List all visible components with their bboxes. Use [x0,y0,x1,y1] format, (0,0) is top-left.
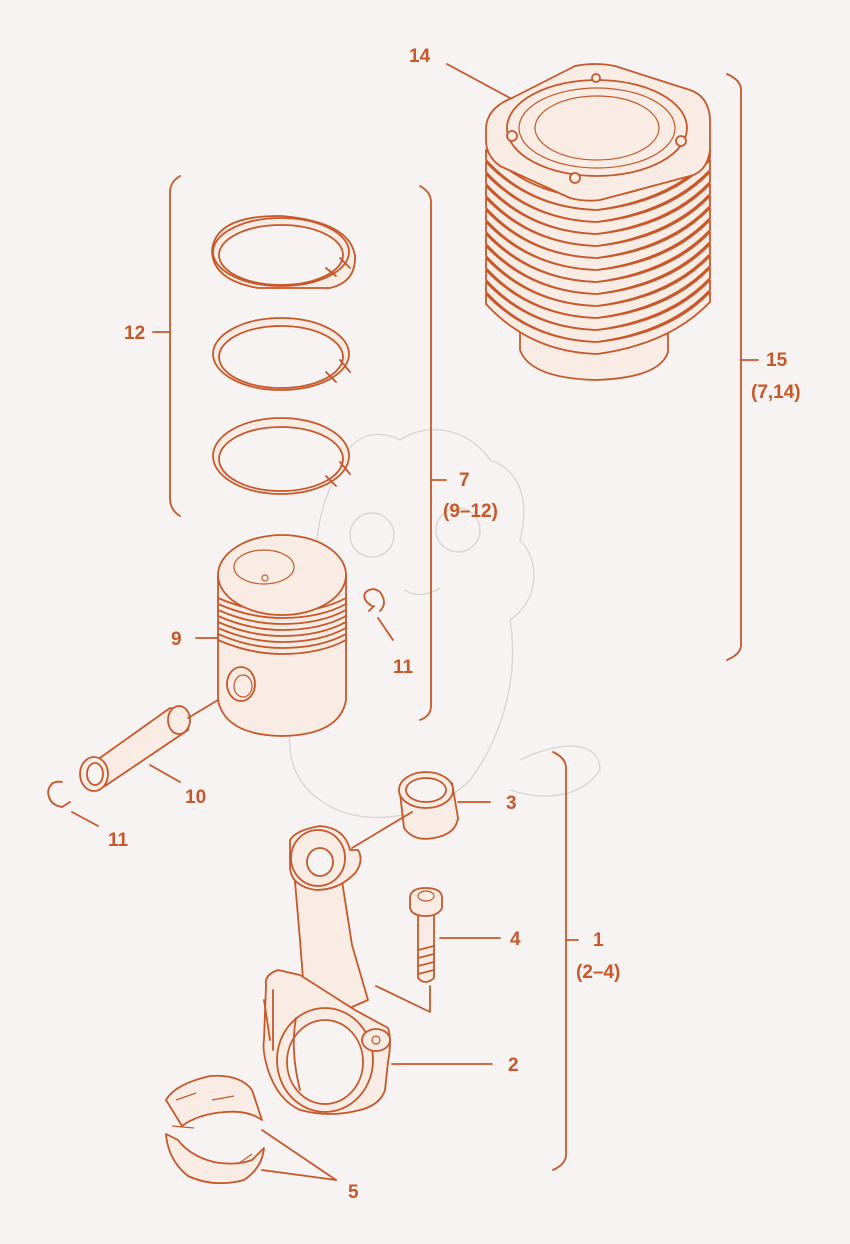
bearing-shells [165,1074,265,1185]
label-3: 3 [506,793,517,814]
piston-ring-bottom [212,417,351,495]
label-1-sub: (2–4) [576,962,620,983]
label-7-sub: (9–12) [443,501,498,522]
piston-ring-top [211,215,356,289]
circlip-left [47,780,71,808]
piston-groove [217,621,347,643]
connecting-rod [262,825,391,1115]
cylinder-fin [485,291,711,355]
circlip-right [363,588,385,612]
label-2: 2 [508,1055,519,1076]
piston-groove [217,633,347,655]
label-15-sub: (7,14) [751,382,801,403]
label-12: 12 [124,323,145,344]
leaders [71,63,759,1181]
piston-pin [79,705,191,792]
label-4: 4 [510,929,521,950]
label-9: 9 [171,629,182,650]
label-7: 7 [459,470,470,491]
label-1: 1 [593,930,604,951]
piston-ring-middle [212,317,351,391]
cylinder [485,63,711,381]
piston-rings [211,215,356,495]
label-15: 15 [766,350,788,371]
label-11-left: 11 [108,830,129,851]
rod-bolt [409,887,443,983]
label-11-right: 11 [393,657,414,678]
small-end-bushing [398,771,459,840]
label-10: 10 [185,787,206,808]
piston-groove [217,609,347,631]
piston [217,534,347,737]
label-5: 5 [348,1182,359,1203]
label-14: 14 [409,46,431,67]
